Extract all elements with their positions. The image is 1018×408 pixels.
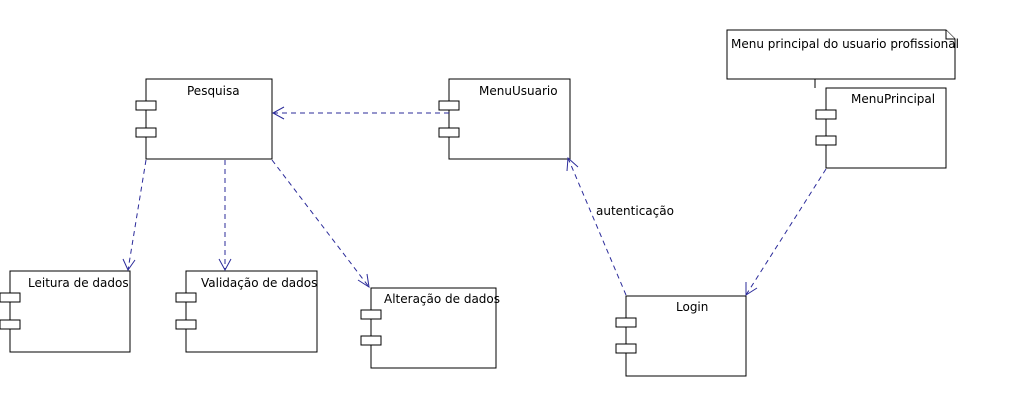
component-label-alteracao: Alteração de dados: [384, 292, 500, 306]
component-label-login: Login: [676, 300, 708, 314]
component-label-validacao: Validação de dados: [201, 276, 317, 290]
note-menu-principal: Menu principal do usuario profissional: [726, 29, 959, 88]
dependency-login-to-menuusuario: autenticação: [566, 156, 674, 296]
component-label-leitura: Leitura de dados: [28, 276, 129, 290]
dependency-menuusuario-to-pesquisa: [271, 106, 449, 120]
dependency-pesquisa-to-validacao: [218, 160, 232, 272]
component-menu-usuario[interactable]: MenuUsuario: [438, 78, 571, 160]
dependency-menuprincipal-to-login: [745, 168, 827, 296]
component-validacao-de-dados[interactable]: Validação de dados: [175, 270, 318, 353]
component-alteracao-de-dados[interactable]: Alteração de dados: [360, 287, 500, 369]
note-text: Menu principal do usuario profissional: [731, 37, 959, 51]
component-label-pesquisa: Pesquisa: [187, 84, 240, 98]
dependency-pesquisa-to-alteracao: [271, 159, 370, 289]
component-label-menu-usuario: MenuUsuario: [479, 84, 558, 98]
component-pesquisa[interactable]: Pesquisa: [135, 78, 273, 160]
component-menu-principal[interactable]: MenuPrincipal: [815, 87, 947, 169]
component-login[interactable]: Login: [615, 295, 747, 377]
edge-label-autenticacao: autenticação: [596, 204, 674, 218]
component-leitura-de-dados[interactable]: Leitura de dados: [0, 270, 131, 353]
component-label-menu-principal: MenuPrincipal: [851, 92, 935, 106]
dependency-pesquisa-to-leitura: [122, 159, 147, 272]
